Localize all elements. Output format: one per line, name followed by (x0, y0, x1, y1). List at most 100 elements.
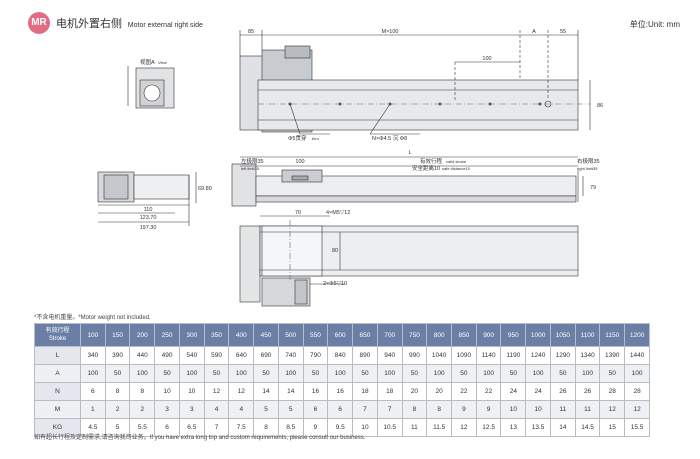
dim-55: 55 (560, 29, 566, 35)
hole-phi5: Φ5贯穿 (288, 134, 307, 142)
dim-left-limit: 左极限35 (241, 157, 264, 165)
stroke-header-cell: 800 (426, 323, 453, 347)
table-cell: 10 (500, 400, 527, 419)
table-cell: 100 (129, 364, 156, 383)
table-cell: 1240 (525, 346, 551, 365)
table-cell: 22 (451, 382, 477, 401)
dim-mx100: M×100 (382, 29, 399, 35)
table-cell: 940 (376, 346, 403, 365)
dim-2x-phi5: 2×Φ5▽10 (323, 281, 347, 287)
table-cell: 10 (525, 400, 551, 419)
table-cell: 10 (178, 382, 205, 401)
stroke-header-en: Stroke (48, 336, 67, 342)
stroke-header-cell: 750 (401, 323, 428, 347)
dim-79: 79 (590, 185, 596, 191)
dim-70: 70 (295, 210, 301, 216)
table-cell: 3 (178, 400, 205, 419)
view-a (127, 66, 175, 109)
stroke-header-cell: 900 (475, 323, 502, 347)
model-badge: MR (28, 12, 50, 34)
table-cell: 440 (129, 346, 156, 365)
table-cell: 1340 (574, 346, 601, 365)
table-cell: 740 (277, 346, 304, 365)
motor-block-bottom (239, 225, 261, 303)
row-label: M (34, 400, 81, 419)
table-cell: 100 (426, 364, 453, 383)
table-cell: 15 (599, 418, 626, 437)
motor-end-mid (231, 163, 257, 207)
custom-requirements-note: 如有超长行程及定制需求,请咨询我司业务。If you have extra lo… (34, 435, 366, 441)
dim-4x-m5: 4×M5▽12 (326, 210, 350, 216)
dim-100-top: 100 (482, 56, 491, 62)
row-label: KG (34, 418, 81, 437)
table-cell: 13 (500, 418, 527, 437)
table-cell: 1 (80, 400, 106, 419)
view-a-label-en: View (158, 60, 167, 65)
stroke-header-cell: 1150 (599, 323, 626, 347)
stroke-header-cell: 300 (178, 323, 205, 347)
table-cell: 1290 (549, 346, 576, 365)
table-cell: 13.5 (525, 418, 551, 437)
table-cell: 1390 (599, 346, 626, 365)
stroke-header-cell: 1100 (574, 323, 601, 347)
table-cell: 50 (104, 364, 131, 383)
rail-body-top (257, 79, 579, 131)
table-cell: 12 (624, 400, 650, 419)
table-cell: 5 (277, 400, 304, 419)
table-cell: 28 (624, 382, 650, 401)
stroke-header-label: 有效行程 Stroke (34, 323, 81, 347)
table-cell: 100 (525, 364, 551, 383)
side-view-left (97, 171, 197, 226)
stroke-header-cell: 450 (253, 323, 279, 347)
table-cell: 24 (525, 382, 551, 401)
table-cell: 5 (253, 400, 279, 419)
table-cell: 50 (203, 364, 230, 383)
view-a-label: 视图A (140, 58, 155, 66)
stroke-header-cell: 850 (451, 323, 477, 347)
top-view (239, 30, 591, 135)
table-cell: 11.5 (426, 418, 453, 437)
table-cell: 1190 (500, 346, 527, 365)
middle-view (231, 156, 584, 207)
dim-85: 85 (248, 29, 254, 35)
table-cell: 2 (104, 400, 131, 419)
table-cell: 16 (302, 382, 329, 401)
table-cell: 4 (203, 400, 230, 419)
dim-69-80: 69.80 (198, 186, 212, 192)
table-cell: 18 (352, 382, 378, 401)
table-cell: 26 (549, 382, 576, 401)
title-en: Motor external right side (127, 22, 203, 29)
dim-100-mid: 100 (295, 159, 304, 165)
slider-block-bottom (261, 225, 323, 277)
dim-right-limit: 右极限35 (577, 157, 600, 165)
table-cell: 7 (376, 400, 403, 419)
stroke-header-cell: 250 (154, 323, 180, 347)
table-cell: 10 (352, 418, 378, 437)
stroke-header-cell: 1000 (525, 323, 551, 347)
dim-110: 110 (144, 207, 153, 213)
dim-80: 80 (332, 248, 338, 254)
table-cell: 790 (302, 346, 329, 365)
table-cell: 8 (426, 400, 453, 419)
unit-label: 单位:Unit: mm (629, 20, 680, 29)
table-cell: 4 (228, 400, 255, 419)
table-cell: 1040 (426, 346, 453, 365)
stroke-header-cell: 950 (500, 323, 527, 347)
table-cell: 16 (327, 382, 354, 401)
table-cell: 14 (277, 382, 304, 401)
table-cell: 100 (80, 364, 106, 383)
table-cell: 100 (277, 364, 304, 383)
stroke-header-cell: 100 (80, 323, 106, 347)
table-cell: 1140 (475, 346, 502, 365)
table-cell: 100 (624, 364, 650, 383)
table-cell: 50 (253, 364, 279, 383)
table-cell: 26 (574, 382, 601, 401)
table-cell: 2 (129, 400, 156, 419)
table-cell: 9 (475, 400, 502, 419)
